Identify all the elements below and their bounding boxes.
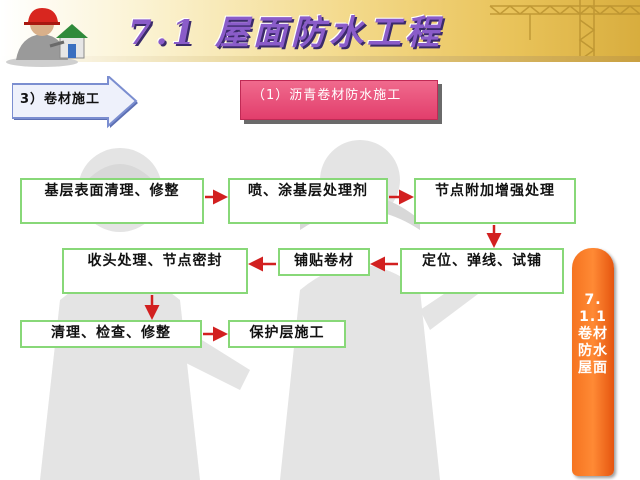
flow-step-3: 节点附加增强处理 — [414, 178, 576, 224]
section-arrow-icon — [12, 76, 138, 129]
side-chapter-tab[interactable] — [572, 248, 614, 476]
flow-step-5: 铺贴卷材 — [278, 248, 370, 276]
flow-step-2: 喷、涂基层处理剂 — [228, 178, 388, 224]
page-title: 7.1 屋面防水工程 — [128, 13, 443, 53]
header-stripe — [0, 56, 640, 62]
flow-step-7: 清理、检查、修整 — [20, 320, 202, 348]
header-band — [0, 0, 640, 62]
section-label: 3）卷材施工 — [20, 92, 101, 107]
worker-logo-icon — [6, 8, 88, 67]
flow-step-6: 收头处理、节点密封 — [62, 248, 248, 294]
flow-step-1: 基层表面清理、修整 — [20, 178, 204, 224]
flow-step-8: 保护层施工 — [228, 320, 346, 348]
flow-step-4: 定位、弹线、试铺 — [400, 248, 564, 294]
side-chapter-label: 7.1.1 卷材防水屋面 — [578, 292, 608, 376]
subtitle-box — [240, 80, 438, 120]
crane-silhouette-icon — [489, 0, 640, 62]
subtitle-text: （1）沥青卷材防水施工 — [252, 88, 402, 103]
